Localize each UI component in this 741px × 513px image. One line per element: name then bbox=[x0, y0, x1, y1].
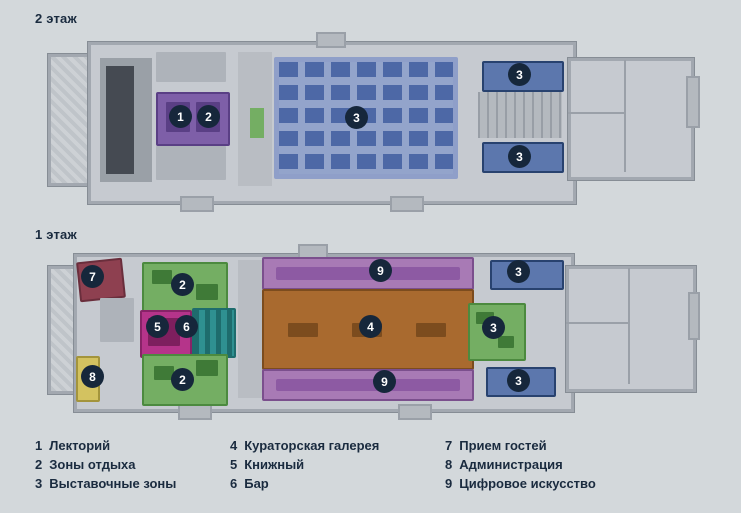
legend-item-label: Бар bbox=[244, 476, 269, 491]
floor2-stage-block bbox=[106, 66, 134, 174]
marker-1-lecture: 1 bbox=[169, 105, 192, 128]
legend-item-number: 5 bbox=[230, 457, 238, 472]
marker-7-reception: 7 bbox=[81, 265, 104, 288]
marker-9-digital-art-bottom: 9 bbox=[373, 370, 396, 393]
exhibition-green-furniture-2 bbox=[498, 336, 514, 348]
floor2-furniture-bottom bbox=[156, 146, 226, 180]
marker-9-digital-art-top: 9 bbox=[369, 259, 392, 282]
legend-item-label: Зоны отдыха bbox=[49, 457, 136, 472]
rest-bottom-furniture-1 bbox=[154, 366, 174, 380]
legend-column-2: 4 Кураторская галерея 5 Книжный 6 Бар bbox=[230, 439, 379, 490]
floor2-wing-wall-v bbox=[624, 60, 626, 172]
floor2-bottom-tab-2 bbox=[390, 196, 424, 212]
marker-3-exhibition-top-right-floor1: 3 bbox=[507, 260, 530, 283]
legend-item-label: Прием гостей bbox=[459, 438, 547, 453]
digital-art-bottom-case bbox=[276, 379, 460, 391]
marker-8-administration: 8 bbox=[81, 365, 104, 388]
gallery-table-1 bbox=[288, 323, 318, 337]
zone-bar bbox=[192, 308, 236, 358]
legend-column-3: 7 Прием гостей 8 Администрация 9 Цифрово… bbox=[445, 439, 596, 490]
floor1-reception-desk bbox=[100, 298, 134, 342]
legend-item: 8 Администрация bbox=[445, 458, 596, 471]
marker-2-rest-bottom: 2 bbox=[171, 368, 194, 391]
marker-2-rest-floor2: 2 bbox=[197, 105, 220, 128]
legend-item: 6 Бар bbox=[230, 477, 379, 490]
legend-item: 3 Выставочные зоны bbox=[35, 477, 176, 490]
floor1-right-edge-tab bbox=[688, 292, 700, 340]
floor2-stairs bbox=[478, 92, 562, 138]
marker-6-bar: 6 bbox=[175, 315, 198, 338]
legend-item-label: Книжный bbox=[244, 457, 305, 472]
floor1-bottom-tab-2 bbox=[398, 404, 432, 420]
zone-digital-art-bottom bbox=[262, 369, 474, 401]
gallery-table-3 bbox=[416, 323, 446, 337]
rest-top-furniture-2 bbox=[196, 284, 218, 300]
legend-item-label: Цифровое искусство bbox=[459, 476, 596, 491]
legend-item-number: 2 bbox=[35, 457, 43, 472]
legend-item-number: 3 bbox=[35, 476, 43, 491]
floor2-wing-wall-h bbox=[568, 112, 626, 114]
legend-item-label: Выставочные зоны bbox=[49, 476, 177, 491]
floor2-label: 2 этаж bbox=[35, 11, 77, 26]
floor1-bottom-tab-1 bbox=[178, 404, 212, 420]
marker-3-exhibition-top-right: 3 bbox=[508, 63, 531, 86]
floor2-bottom-tab-1 bbox=[180, 196, 214, 212]
floor2-furniture-top bbox=[156, 52, 226, 82]
zone-digital-art-top bbox=[262, 257, 474, 290]
floor2-green-accent bbox=[250, 108, 264, 138]
legend-item-label: Кураторская галерея bbox=[244, 438, 380, 453]
digital-art-top-case bbox=[276, 267, 460, 280]
marker-4-curatorial-gallery: 4 bbox=[359, 315, 382, 338]
floor1-right-wing bbox=[566, 266, 696, 392]
legend-item: 9 Цифровое искусство bbox=[445, 477, 596, 490]
floor1-wing-wall-v bbox=[628, 268, 630, 384]
legend-item-label: Лекторий bbox=[49, 438, 111, 453]
legend-item: 7 Прием гостей bbox=[445, 439, 596, 452]
legend-item-number: 4 bbox=[230, 438, 238, 453]
floor2-top-tab bbox=[316, 32, 346, 48]
rest-bottom-furniture-2 bbox=[196, 360, 218, 376]
legend-item: 4 Кураторская галерея bbox=[230, 439, 379, 452]
marker-3-exhibition-main: 3 bbox=[345, 106, 368, 129]
legend-item-number: 9 bbox=[445, 476, 453, 491]
legend-item: 1 Лекторий bbox=[35, 439, 176, 452]
legend-item-label: Администрация bbox=[459, 457, 563, 472]
marker-2-rest-top: 2 bbox=[171, 273, 194, 296]
marker-3-exhibition-green-floor1: 3 bbox=[482, 316, 505, 339]
marker-3-exhibition-bottom-right: 3 bbox=[508, 145, 531, 168]
legend-item-number: 8 bbox=[445, 457, 453, 472]
legend-item: 5 Книжный bbox=[230, 458, 379, 471]
legend-item-number: 7 bbox=[445, 438, 453, 453]
marker-3-exhibition-bottom-right-floor1: 3 bbox=[507, 369, 530, 392]
legend-column-1: 1 Лекторий 2 Зоны отдыха 3 Выставочные з… bbox=[35, 439, 176, 490]
legend-item-number: 1 bbox=[35, 438, 43, 453]
floor1-wing-wall-h bbox=[566, 322, 628, 324]
legend-item: 2 Зоны отдыха bbox=[35, 458, 176, 471]
floor2-right-edge-tab bbox=[686, 76, 700, 128]
marker-5-bookstore: 5 bbox=[146, 315, 169, 338]
rest-top-furniture-1 bbox=[152, 270, 172, 284]
legend-item-number: 6 bbox=[230, 476, 238, 491]
floor1-label: 1 этаж bbox=[35, 227, 77, 242]
